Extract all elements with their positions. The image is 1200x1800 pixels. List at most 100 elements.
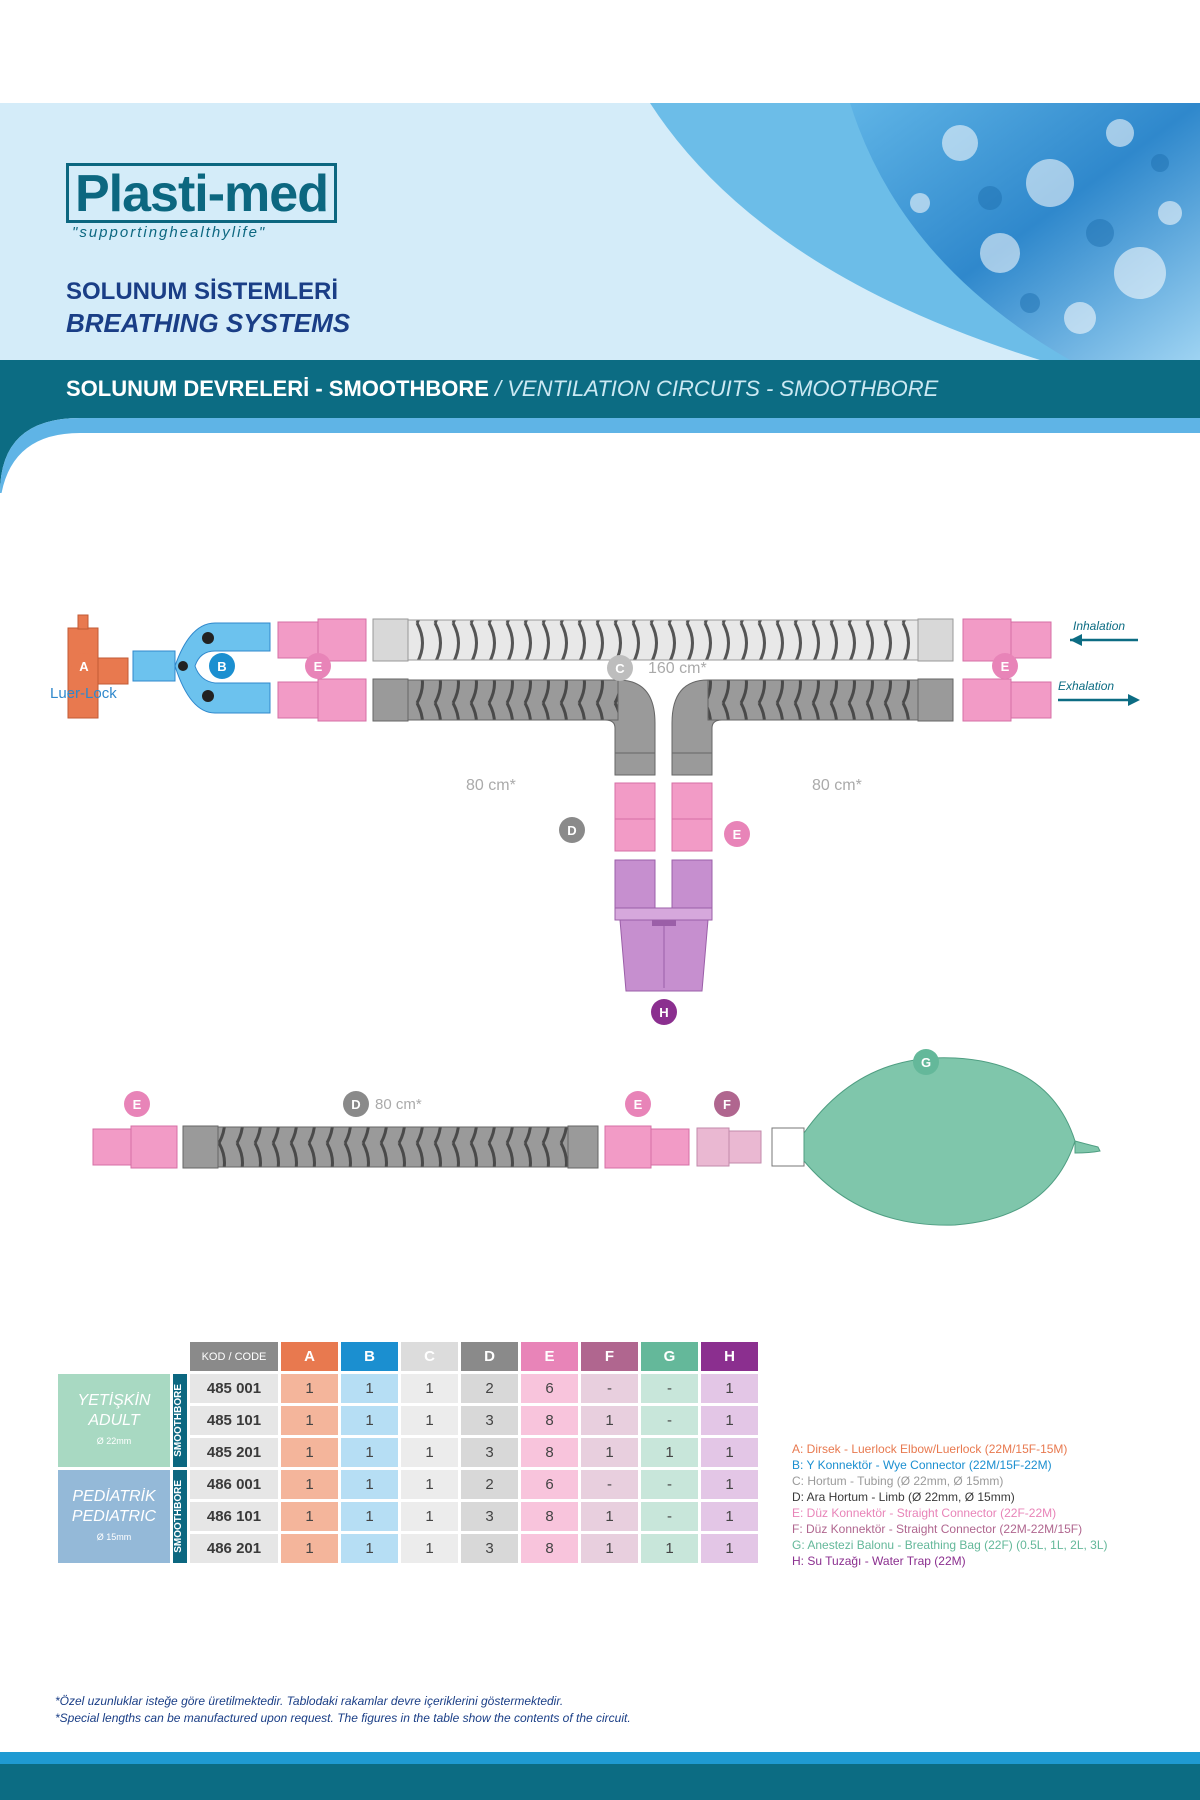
- cell-f: 1: [581, 1534, 638, 1563]
- pediatric-vertical-text: SMOOTHBORE: [173, 1480, 184, 1553]
- cell-h: 1: [701, 1502, 758, 1531]
- part-e-connector: [962, 678, 1012, 722]
- table-corner: [58, 1342, 170, 1371]
- badge-g: [913, 1049, 939, 1075]
- col-header-c: C: [401, 1342, 458, 1371]
- badge-d-letter: D: [351, 1097, 360, 1112]
- cell-g: -: [641, 1502, 698, 1531]
- logo-tagline: "supportinghealthylife": [72, 224, 267, 241]
- cell-a: 1: [281, 1438, 338, 1467]
- part-e-connector: [650, 1128, 690, 1166]
- badge-f-letter: F: [723, 1097, 731, 1112]
- badge-e-letter: E: [733, 827, 742, 842]
- badge-g-letter: G: [921, 1055, 931, 1070]
- badge-e-letter: E: [314, 659, 323, 674]
- adult-vertical-label: SMOOTHBORE: [173, 1374, 187, 1467]
- legend-list: A: Dirsek - Luerlock Elbow/Luerlock (22M…: [792, 1441, 1108, 1569]
- legend-item: G: Anestezi Balonu - Breathing Bag (22F)…: [792, 1538, 1108, 1552]
- part-e-connector: [614, 818, 656, 852]
- col-header-a: A: [281, 1342, 338, 1371]
- cell-b: 1: [341, 1470, 398, 1499]
- badge-h: [651, 999, 677, 1025]
- badge-e: [724, 821, 750, 847]
- table-row: 486 101 1 1 1 3 8 1 - 1: [58, 1502, 758, 1531]
- part-e-connector: [317, 678, 367, 722]
- inhalation-arrow-icon: [1070, 634, 1138, 646]
- col-header-d: D: [461, 1342, 518, 1371]
- page-title-en: BREATHING SYSTEMS: [66, 308, 351, 338]
- col-header-b: B: [341, 1342, 398, 1371]
- cell-b: 1: [341, 1502, 398, 1531]
- cell-f: 1: [581, 1406, 638, 1435]
- badge-c-letter: C: [615, 661, 625, 676]
- cell-h: 1: [701, 1406, 758, 1435]
- part-h-water-trap: [614, 859, 713, 992]
- product-table: KOD / CODE A B C D E F G H YETİŞKİN ADUL…: [55, 1339, 761, 1566]
- badge-e: [625, 1091, 651, 1117]
- part-e-connector: [604, 1125, 652, 1169]
- cell-h: 1: [701, 1374, 758, 1403]
- cell-f: -: [581, 1374, 638, 1403]
- adult-label-tr: YETİŞKİN: [77, 1391, 151, 1409]
- cell-a: 1: [281, 1374, 338, 1403]
- product-code: 486 001: [190, 1470, 278, 1499]
- exhalation-label: Exhalation: [1058, 679, 1114, 693]
- cell-b: 1: [341, 1374, 398, 1403]
- adult-group-label: YETİŞKİN ADULT Ø 22mm: [58, 1374, 170, 1467]
- cell-a: 1: [281, 1406, 338, 1435]
- cell-c: 1: [401, 1406, 458, 1435]
- section-separator: /: [488, 376, 508, 401]
- cell-f: 1: [581, 1438, 638, 1467]
- col-header-e: E: [521, 1342, 578, 1371]
- legend-item: C: Hortum - Tubing (Ø 22mm, Ø 15mm): [792, 1474, 1004, 1488]
- header: Plasti-med "supportinghealthylife" SOLUN…: [0, 103, 1200, 360]
- inhalation-label: Inhalation: [1073, 619, 1125, 633]
- legend-item: A: Dirsek - Luerlock Elbow/Luerlock (22M…: [792, 1442, 1068, 1456]
- badge-f: [714, 1091, 740, 1117]
- col-header-g: G: [641, 1342, 698, 1371]
- part-e-connector: [277, 621, 319, 659]
- length-80-left-label: 80 cm*: [466, 777, 516, 794]
- footnote-tr: *Özel uzunluklar isteğe göre üretilmekte…: [55, 1694, 564, 1708]
- adult-size: Ø 22mm: [96, 1435, 132, 1446]
- badge-e: [305, 653, 331, 679]
- section-title-tr: SOLUNUM DEVRELERİ - SMOOTHBORE: [66, 376, 489, 401]
- code-header: KOD / CODE: [190, 1342, 278, 1371]
- cell-e: 8: [521, 1534, 578, 1563]
- legend-item: F: Düz Konnektör - Straight Connector (2…: [792, 1522, 1083, 1536]
- cell-d: 3: [461, 1438, 518, 1467]
- header-decoration: [650, 103, 1200, 360]
- part-d-limb-right: [671, 678, 954, 776]
- badge-b: [209, 653, 235, 679]
- badge-e: [124, 1091, 150, 1117]
- cell-d: 3: [461, 1502, 518, 1531]
- circuit-diagram: A B E C E D E H G E D E F: [50, 614, 1140, 1226]
- cell-g: -: [641, 1470, 698, 1499]
- brand-logo: Plasti-med "supportinghealthylife": [66, 163, 337, 241]
- col-header-f: F: [581, 1342, 638, 1371]
- pediatric-size: Ø 15mm: [96, 1531, 132, 1542]
- part-g-breathing-bag: [771, 1057, 1101, 1226]
- cell-d: 3: [461, 1406, 518, 1435]
- page-title-tr: SOLUNUM SİSTEMLERİ: [66, 278, 339, 305]
- badge-e: [992, 653, 1018, 679]
- cell-g: 1: [641, 1438, 698, 1467]
- product-code: 486 201: [190, 1534, 278, 1563]
- cell-e: 8: [521, 1438, 578, 1467]
- table-row: 485 101 1 1 1 3 8 1 - 1: [58, 1406, 758, 1435]
- footnote-en: *Special lengths can be manufactured upo…: [55, 1711, 631, 1725]
- cell-c: 1: [401, 1438, 458, 1467]
- exhalation-arrow-icon: [1058, 694, 1140, 706]
- part-c-tubing-160: [372, 618, 954, 662]
- part-e-connector: [614, 782, 656, 820]
- cell-g: -: [641, 1406, 698, 1435]
- cell-f: 1: [581, 1502, 638, 1531]
- cell-c: 1: [401, 1374, 458, 1403]
- section-title-en: VENTILATION CIRCUITS - SMOOTHBORE: [507, 376, 939, 401]
- table-row: PEDİATRİK PEDIATRIC Ø 15mm SMOOTHBORE 48…: [58, 1470, 758, 1563]
- part-b-wye-connector: [132, 622, 271, 714]
- parts-legend: A: Dirsek - Luerlock Elbow/Luerlock (22M…: [792, 1441, 1108, 1569]
- cell-b: 1: [341, 1406, 398, 1435]
- cell-g: -: [641, 1374, 698, 1403]
- pediatric-label-tr: PEDİATRİK: [72, 1487, 156, 1505]
